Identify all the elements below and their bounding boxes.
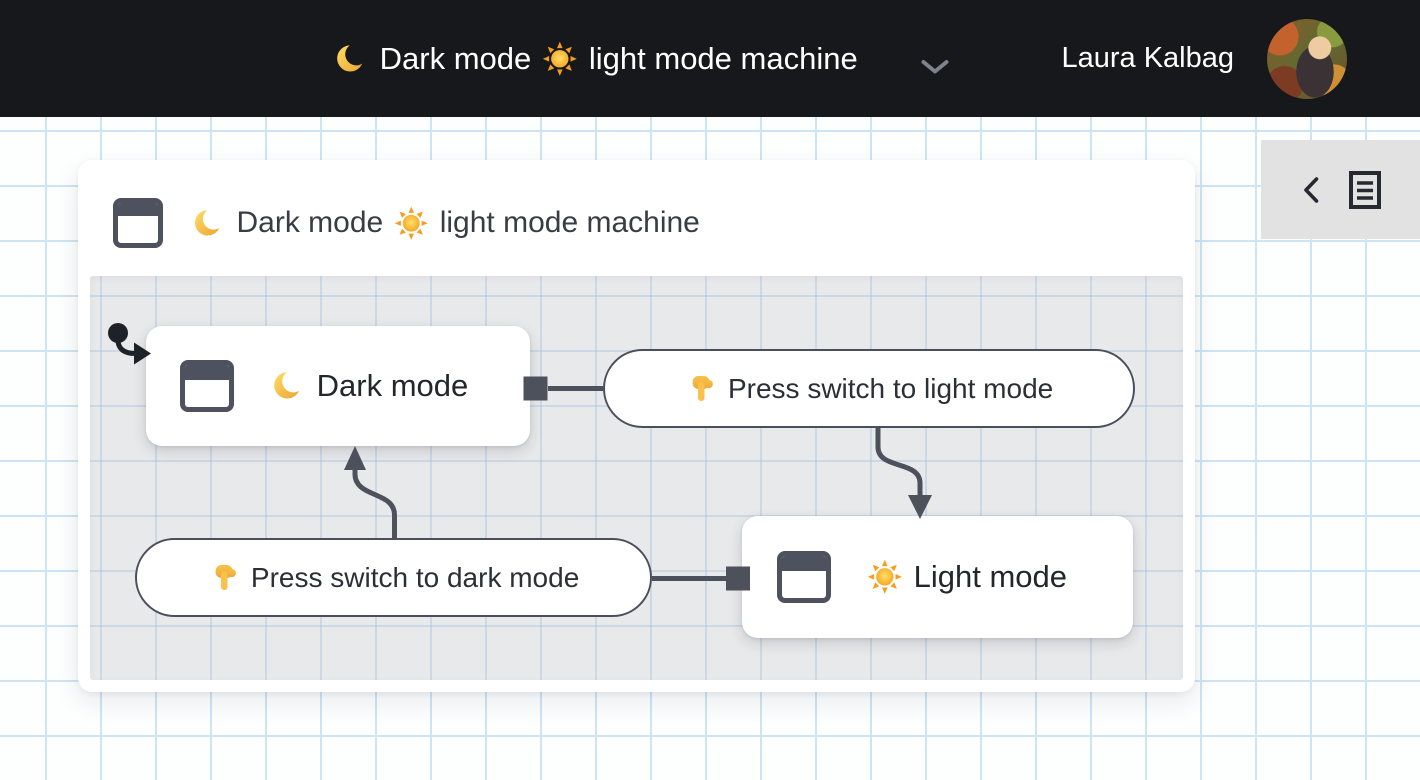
- sun-emoji-icon: [394, 206, 429, 241]
- collapse-panel-button[interactable]: [1300, 175, 1322, 205]
- moon-emoji-icon: [333, 41, 369, 77]
- state-dark-mode[interactable]: Dark mode: [146, 326, 530, 446]
- canvas-controls-panel: [1261, 140, 1420, 239]
- chevron-left-icon: [1303, 176, 1318, 203]
- label-text: light mode machine: [588, 40, 858, 76]
- state-light-mode-label: Light mode: [867, 559, 1067, 595]
- avatar[interactable]: [1267, 18, 1347, 99]
- label-text: Dark mode: [316, 368, 469, 403]
- machine-title-label: Dark mode light mode machine: [191, 206, 700, 241]
- label-text: Light mode: [913, 559, 1068, 594]
- user-area: Laura Kalbag: [1061, 0, 1347, 117]
- event-press-switch-to-light-mode[interactable]: Press switch to light mode: [603, 349, 1135, 428]
- label-text: Dark mode: [379, 40, 532, 76]
- sun-emoji-icon: [542, 41, 578, 77]
- event-to-light-label: Press switch to light mode: [685, 372, 1053, 404]
- moon-emoji-icon: [191, 206, 226, 241]
- label-text: light mode machine: [439, 206, 700, 239]
- state-dark-mode-label: Dark mode: [270, 368, 468, 404]
- label-text: Press switch to light mode: [727, 372, 1054, 404]
- label-text: Dark mode: [236, 206, 384, 239]
- state-window-icon: [777, 551, 831, 603]
- event-to-dark-label: Press switch to dark mode: [208, 561, 580, 593]
- label-text: Press switch to dark mode: [250, 561, 580, 593]
- top-bar: Dark mode light mode machine Laura Kalbag: [0, 0, 1420, 117]
- machine-window-icon: [113, 198, 163, 248]
- machine-title-dropdown[interactable]: Dark mode light mode machine: [333, 0, 858, 117]
- top-bar-title: Dark mode light mode machine: [333, 41, 858, 77]
- hand-down-emoji-icon: [208, 561, 240, 593]
- user-name[interactable]: Laura Kalbag: [1061, 42, 1234, 74]
- state-window-icon: [180, 360, 234, 412]
- document-list-icon: [1348, 170, 1381, 209]
- chevron-down-icon[interactable]: [921, 59, 949, 76]
- hand-down-emoji-icon: [685, 372, 717, 404]
- event-press-switch-to-dark-mode[interactable]: Press switch to dark mode: [135, 538, 652, 617]
- machine-header: Dark mode light mode machine: [113, 198, 700, 248]
- machine-list-button[interactable]: [1348, 170, 1382, 210]
- moon-emoji-icon: [270, 368, 306, 404]
- sun-emoji-icon: [867, 559, 903, 595]
- state-light-mode[interactable]: Light mode: [742, 516, 1133, 638]
